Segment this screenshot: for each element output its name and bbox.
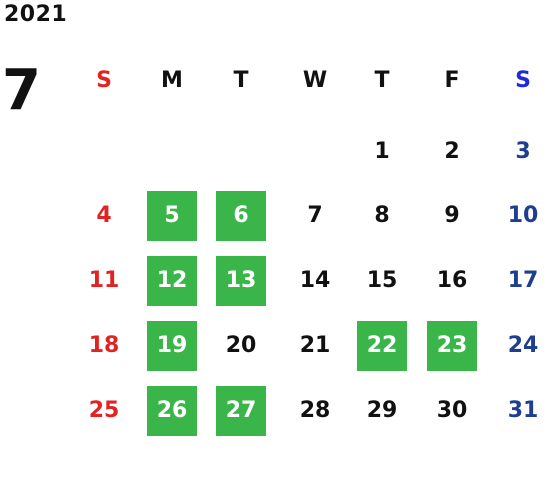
weekday-header-3: W	[302, 68, 328, 93]
day-cell: 14	[299, 268, 331, 293]
highlighted-day-cell: 12	[147, 256, 197, 306]
day-cell: 9	[444, 203, 460, 228]
day-cell: 10	[507, 203, 539, 228]
day-cell: 1	[374, 139, 390, 164]
highlighted-day-cell: 27	[216, 386, 266, 436]
highlighted-day-cell: 13	[216, 256, 266, 306]
day-cell: 17	[507, 268, 539, 293]
highlighted-day-cell: 22	[357, 321, 407, 371]
day-cell: 24	[507, 333, 539, 358]
highlighted-day-cell: 6	[216, 191, 266, 241]
day-cell: 20	[225, 333, 257, 358]
day-cell: 31	[507, 398, 539, 423]
year-label: 2021	[4, 2, 68, 27]
day-cell: 3	[515, 139, 531, 164]
weekday-header-2: T	[233, 68, 249, 93]
highlighted-day-cell: 19	[147, 321, 197, 371]
day-cell: 15	[366, 268, 398, 293]
day-cell: 18	[88, 333, 120, 358]
day-cell: 2	[444, 139, 460, 164]
day-cell: 25	[88, 398, 120, 423]
day-cell: 8	[374, 203, 390, 228]
weekday-header-0: S	[96, 68, 112, 93]
day-cell: 30	[436, 398, 468, 423]
day-cell: 16	[436, 268, 468, 293]
day-cell: 7	[307, 203, 323, 228]
highlighted-day-cell: 23	[427, 321, 477, 371]
day-cell: 21	[299, 333, 331, 358]
weekday-header-6: S	[515, 68, 531, 93]
day-cell: 11	[88, 268, 120, 293]
highlighted-day-cell: 5	[147, 191, 197, 241]
highlighted-day-cell: 26	[147, 386, 197, 436]
weekday-header-5: F	[444, 68, 460, 93]
day-cell: 29	[366, 398, 398, 423]
day-cell: 4	[96, 203, 112, 228]
day-cell: 28	[299, 398, 331, 423]
weekday-header-4: T	[374, 68, 390, 93]
weekday-header-1: M	[161, 68, 183, 93]
month-number: 7	[2, 58, 41, 123]
